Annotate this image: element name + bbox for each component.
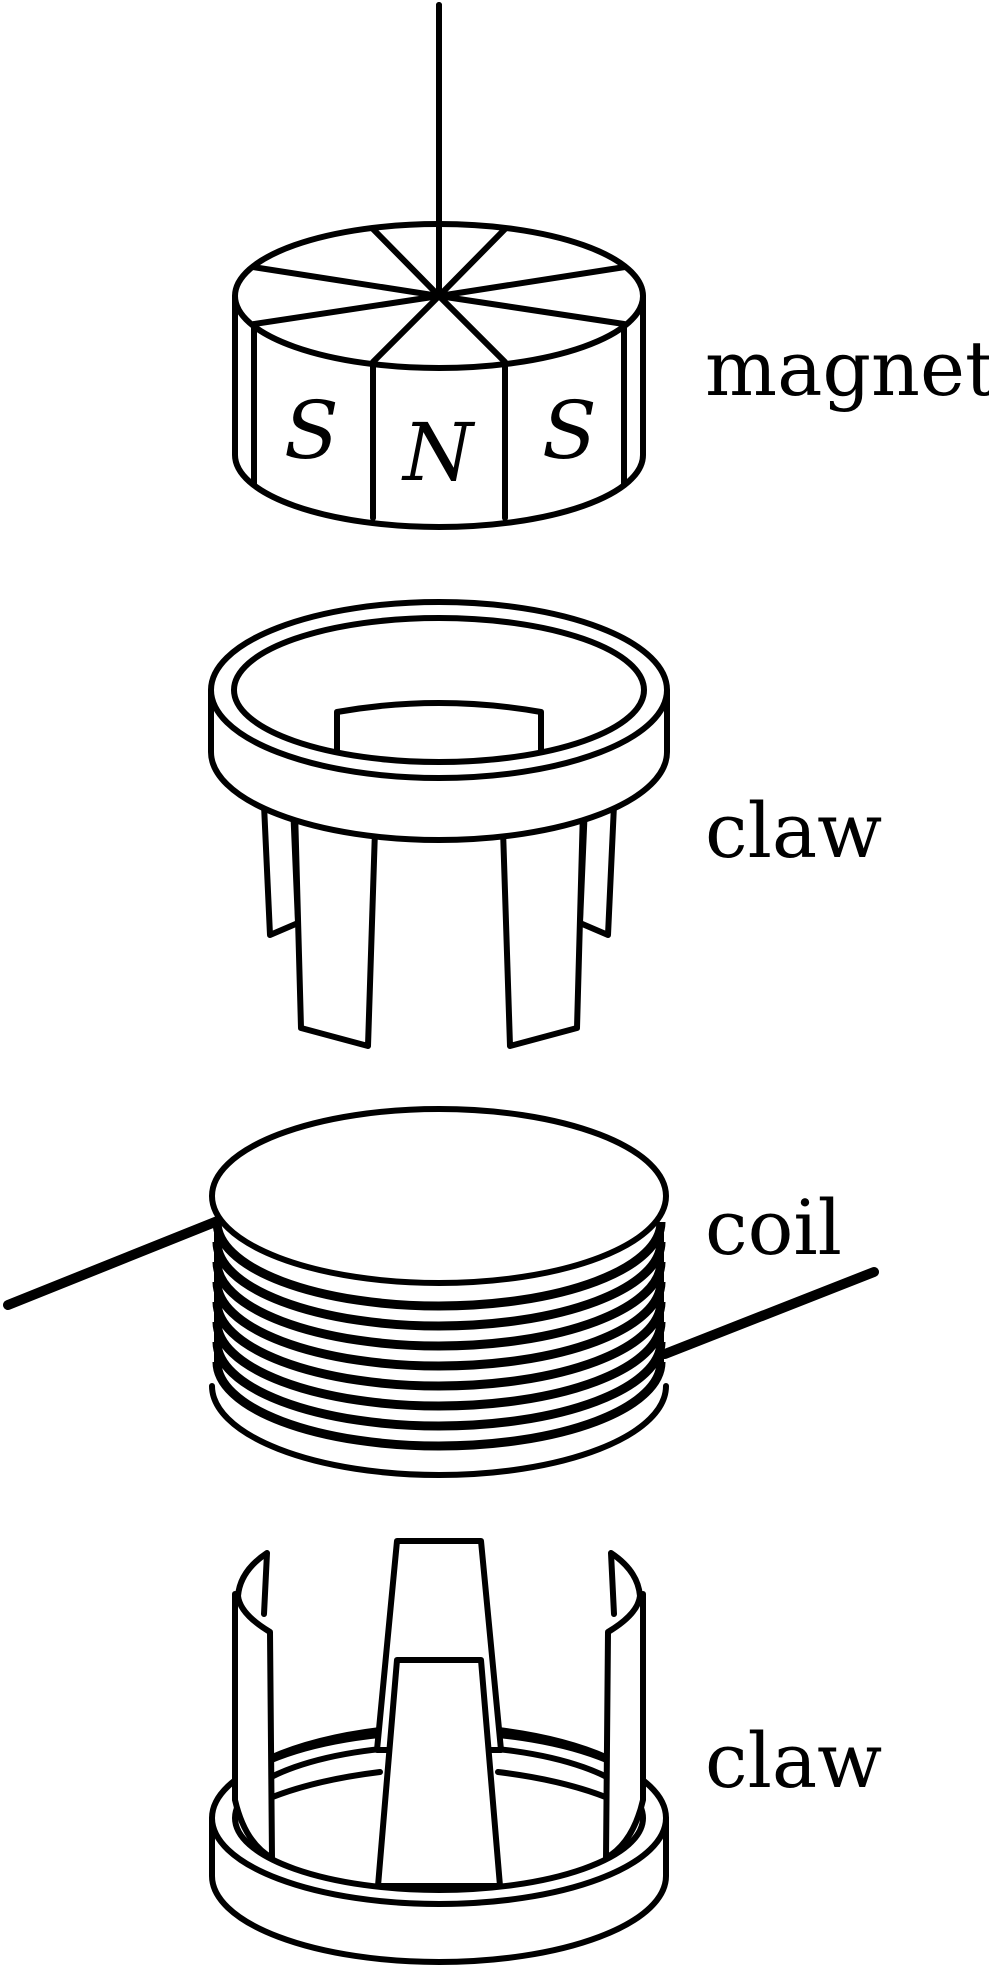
label-coil: coil xyxy=(705,1183,842,1272)
coil-lead-right xyxy=(660,1267,879,1359)
coil-winding xyxy=(212,1301,666,1391)
claw-finger xyxy=(500,807,586,1049)
coil-windings xyxy=(212,1221,666,1451)
coil-winding xyxy=(212,1361,666,1451)
upper-claw-part xyxy=(208,599,670,1049)
pole-label-s-right: S xyxy=(542,384,597,477)
label-claw-upper: claw xyxy=(705,786,882,875)
coil-winding xyxy=(212,1341,666,1431)
coil-winding xyxy=(212,1241,666,1331)
claw-finger xyxy=(232,1550,275,1861)
coil-lead-left xyxy=(3,1215,225,1310)
coil-winding xyxy=(212,1321,666,1411)
claw-finger xyxy=(603,1550,646,1861)
claw-finger xyxy=(292,807,378,1049)
coil-winding xyxy=(212,1281,666,1371)
lower-claw-part xyxy=(209,1538,669,1965)
pole-label-n: N xyxy=(401,406,476,499)
coil-winding xyxy=(212,1221,666,1311)
label-claw-lower: claw xyxy=(705,1716,882,1805)
coil-part xyxy=(3,1106,879,1478)
claw-finger xyxy=(375,1657,503,1889)
pole-label-s-left: S xyxy=(284,384,339,477)
label-magnet: magnet xyxy=(705,324,989,413)
coil-top-plate xyxy=(209,1106,669,1286)
coil-winding xyxy=(212,1261,666,1351)
magnet-part: S N S xyxy=(232,2,646,530)
